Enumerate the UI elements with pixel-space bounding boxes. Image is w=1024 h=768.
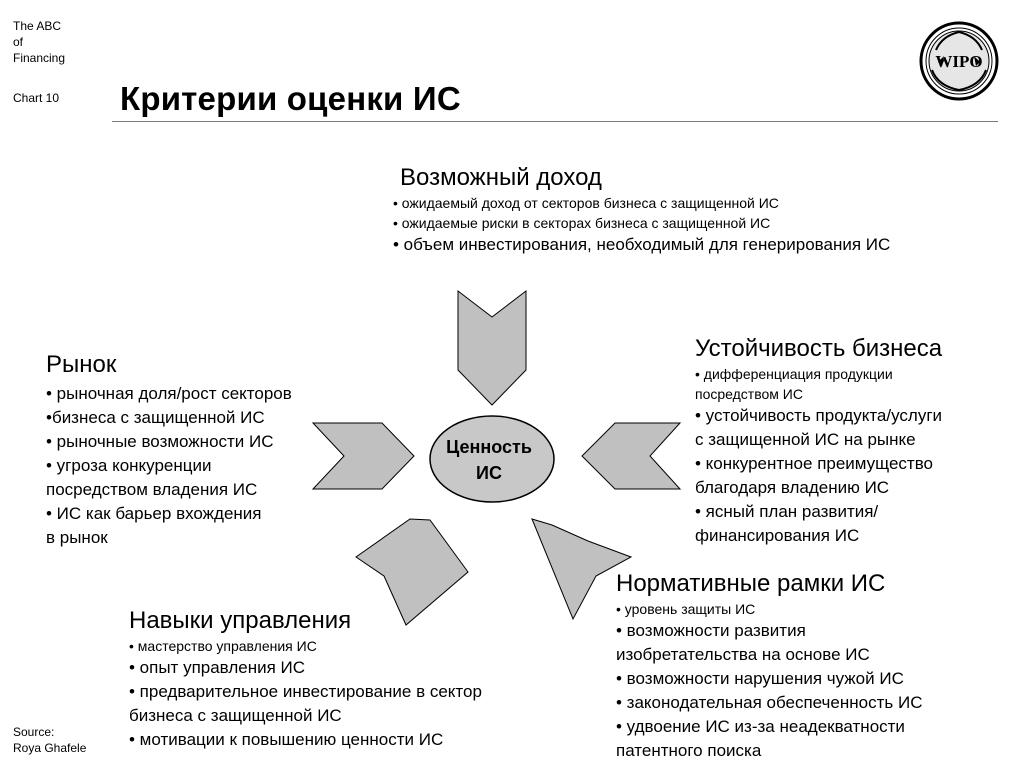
block-item: • ИС как барьер вхождения	[46, 504, 262, 523]
series-line: of	[13, 35, 24, 49]
source-line: Source:	[13, 725, 55, 739]
block-item: •бизнеса с защищенной ИС	[46, 408, 265, 427]
block-item: • опыт управления ИС	[129, 658, 306, 677]
center-label: Ценность ИС	[430, 434, 548, 486]
block-income: Возможный доход • ожидаемый доход от сек…	[393, 163, 1013, 257]
center-line: ИС	[476, 463, 502, 483]
center-line: Ценность	[446, 437, 532, 457]
block-item: • ожидаемые риски в секторах бизнеса с з…	[393, 215, 771, 231]
block-item: бизнеса с защищенной ИС	[129, 706, 342, 725]
block-market: Рынок • рыночная доля/рост секторов •биз…	[46, 350, 346, 550]
block-item: посредством ИС	[695, 386, 803, 402]
arrow-from-regulatory	[531, 518, 633, 621]
block-item: • предварительное инвестирование в секто…	[129, 682, 482, 701]
wipo-emblem-icon: WIPO	[919, 21, 999, 101]
block-title: Возможный доход	[400, 164, 602, 191]
source-line: Roya Ghafele	[13, 741, 87, 755]
block-title: Рынок	[46, 351, 117, 378]
page-title: Критерии оценки ИС	[120, 80, 461, 117]
series-line: The ABC	[13, 19, 62, 33]
arrow-from-income	[457, 289, 527, 406]
block-item: • угроза конкуренции	[46, 456, 212, 475]
block-item: • рыночные возможности ИС	[46, 432, 274, 451]
block-item: • мастерство управления ИС	[129, 638, 317, 654]
block-title: Устойчивость бизнеса	[695, 335, 943, 362]
block-item: • объем инвестирования, необходимый для …	[393, 235, 891, 254]
block-title: Нормативные рамки ИС	[616, 570, 886, 597]
block-item: • конкурентное преимущество	[695, 454, 934, 473]
source-note: Source: Roya Ghafele	[13, 724, 86, 756]
arrow-from-sustainability	[581, 422, 682, 490]
block-item: • рыночная доля/рост секторов	[46, 384, 292, 403]
block-item: в рынок	[46, 528, 108, 547]
block-item: • возможности нарушения чужой ИС	[616, 669, 904, 688]
series-line: Financing	[13, 51, 66, 65]
block-item: • законодательная обеспеченность ИС	[616, 693, 923, 712]
block-item: • возможности развития	[616, 621, 806, 640]
block-item: изобретательства на основе ИС	[616, 645, 870, 664]
wipo-logo: WIPO	[918, 20, 1000, 102]
block-management: Навыки управления • мастерство управлени…	[129, 606, 569, 752]
block-item: патентного поиска	[616, 741, 762, 760]
block-item: посредством владения ИС	[46, 480, 258, 499]
center-ellipse	[429, 415, 555, 503]
arrow-from-market	[311, 422, 415, 490]
block-item: • дифференциация продукции	[695, 366, 893, 382]
block-item: • устойчивость продукта/услуги	[695, 406, 943, 425]
block-item: • ожидаемый доход от секторов бизнеса с …	[393, 195, 779, 211]
chart-number: Chart 10	[13, 91, 60, 105]
block-item: • удвоение ИС из-за неадекватности	[616, 717, 905, 736]
series-label: The ABC of Financing	[13, 18, 65, 66]
logo-text: WIPO	[935, 52, 982, 71]
block-item: финансирования ИС	[695, 526, 860, 545]
block-item: • уровень защиты ИС	[616, 601, 756, 617]
block-item: с защищенной ИС на рынке	[695, 430, 916, 449]
block-title: Навыки управления	[129, 607, 352, 634]
block-item: благодаря владению ИС	[695, 478, 890, 497]
block-regulatory: Нормативные рамки ИС • уровень защиты ИС…	[616, 569, 1016, 763]
block-item: • ясный план развития/	[695, 502, 879, 521]
title-divider	[112, 121, 998, 122]
block-sustainability: Устойчивость бизнеса • дифференциация пр…	[695, 334, 1015, 548]
block-item: • мотивации к повышению ценности ИС	[129, 730, 444, 749]
arrow-from-management	[355, 518, 469, 626]
